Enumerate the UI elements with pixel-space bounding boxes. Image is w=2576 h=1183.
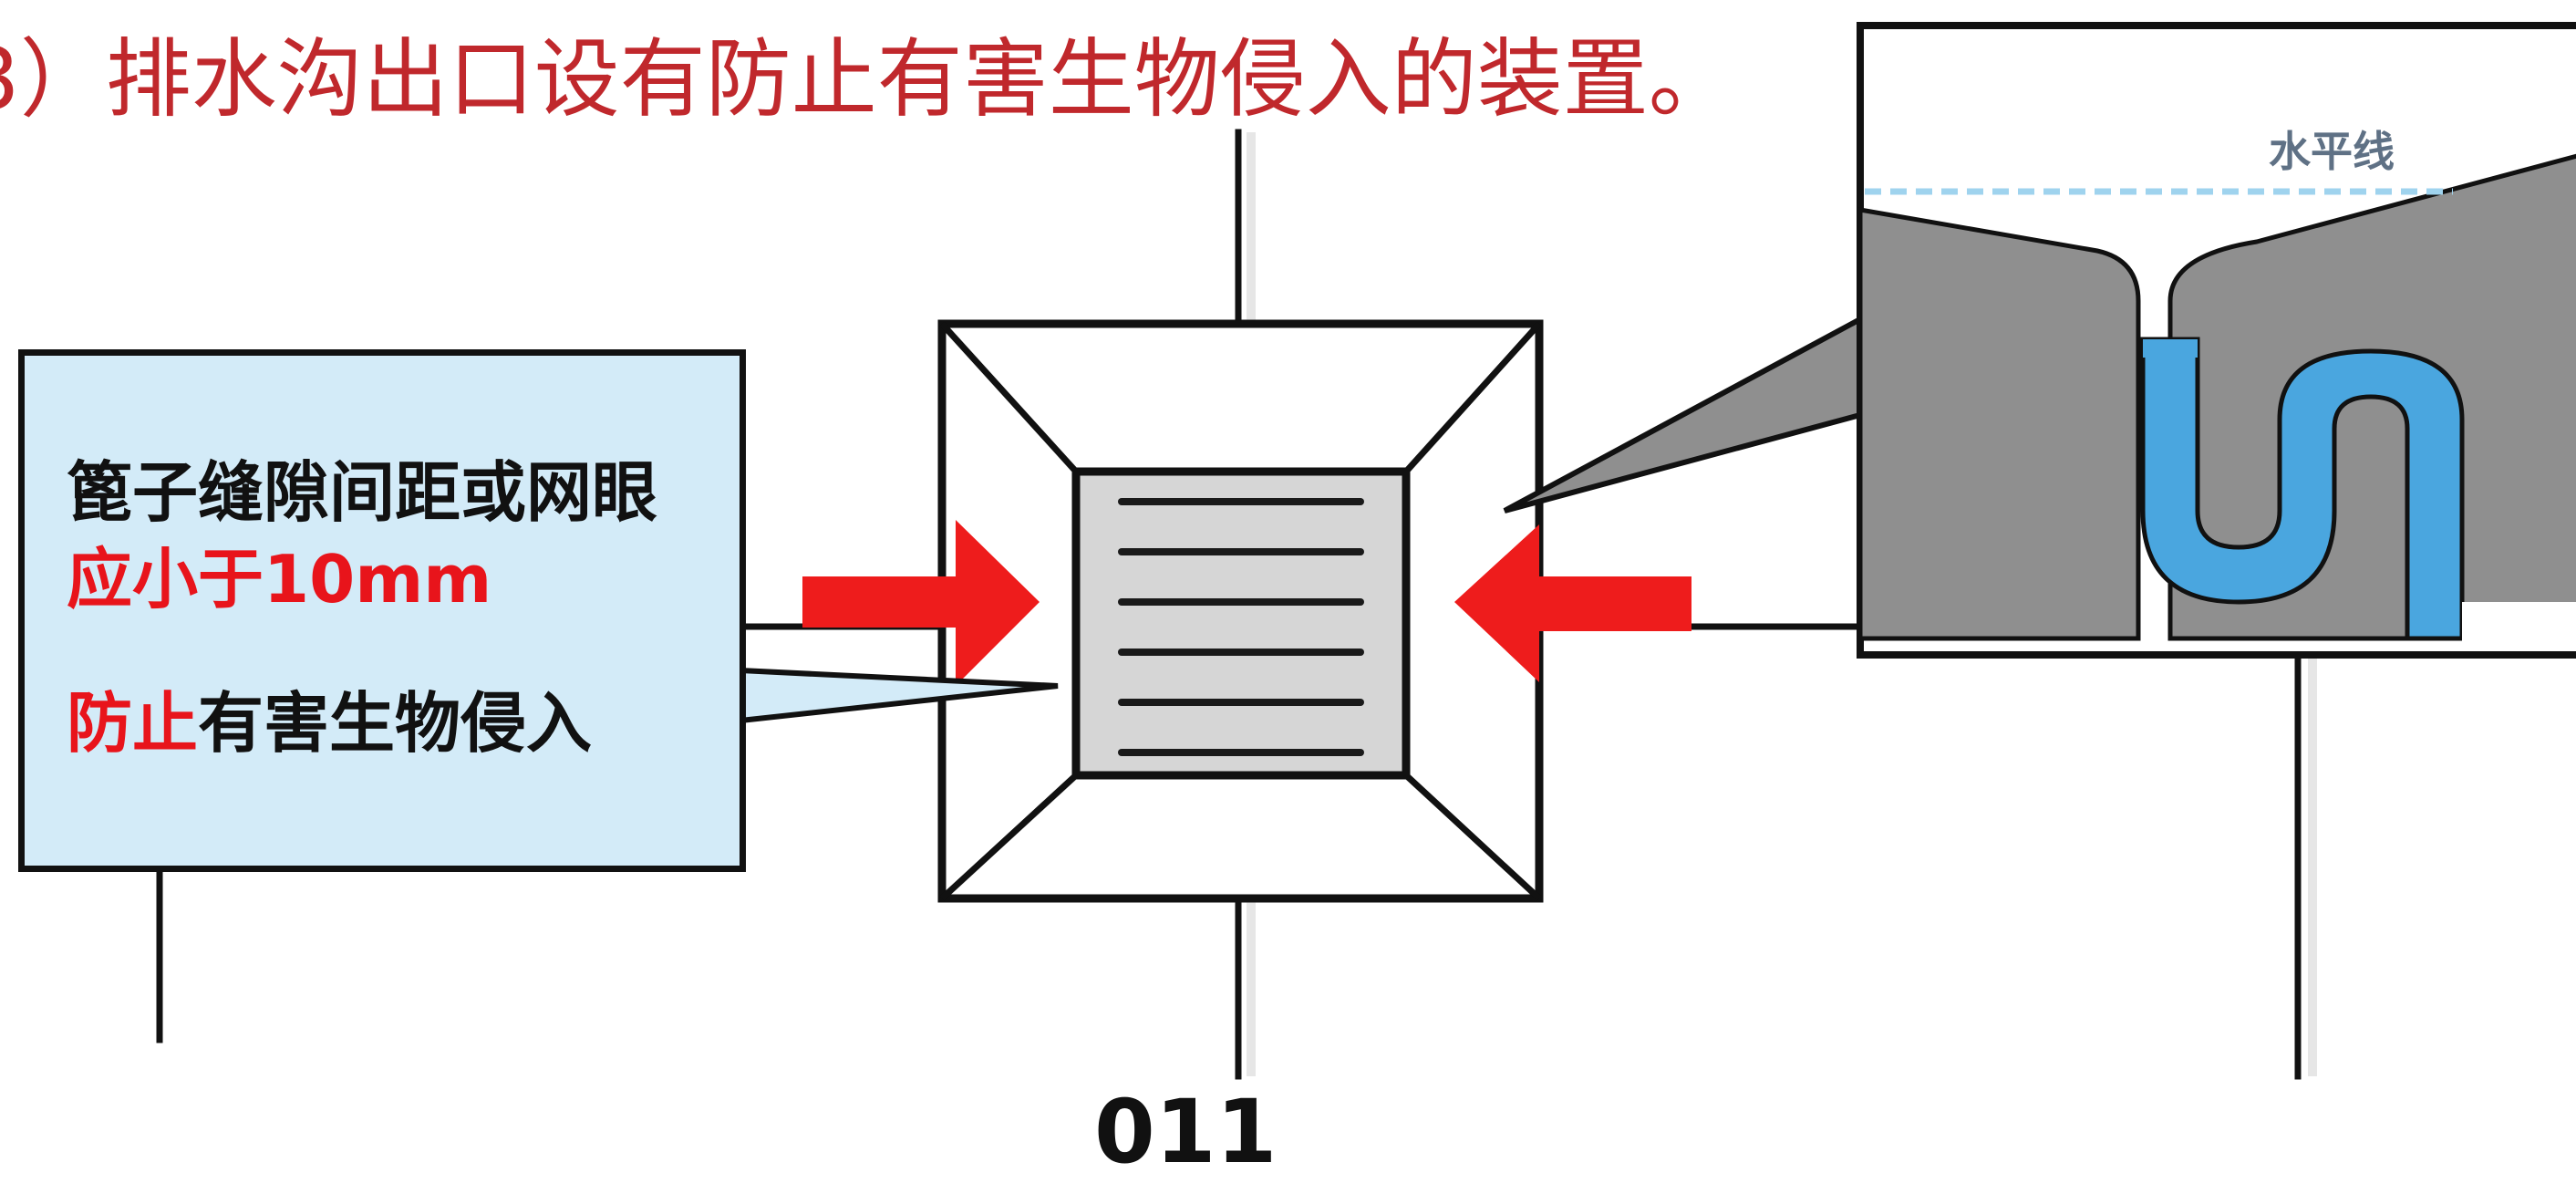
trap-panel-pointer — [1503, 314, 1863, 514]
grate-slots — [1118, 498, 1364, 756]
red-arrow-right-icon — [802, 520, 1040, 686]
callout-line-1: 篦子缝隙间距或网眼 — [67, 454, 658, 531]
waterline-label: 水平线 — [2269, 127, 2395, 176]
page-title: 3）排水沟出口设有防止有害生物侵入的装置。 — [0, 30, 1734, 130]
page-number: 011 — [1094, 1081, 1278, 1183]
callout-line-3-highlight: 防止 — [67, 685, 199, 762]
callout-line-2: 应小于10mm — [67, 541, 492, 617]
drain-grate — [937, 319, 1544, 903]
u-trap-panel — [1857, 22, 2576, 659]
callout-line-3-rest: 有害生物侵入 — [198, 685, 593, 762]
grid-line-shadows — [1247, 132, 2317, 1076]
callout-box: 篦子缝隙间距或网眼 应小于10mm 防止有害生物侵入 — [18, 349, 746, 872]
trap-body — [1857, 153, 2576, 641]
trap-water — [2140, 337, 2465, 641]
grate-plate — [1071, 467, 1411, 780]
red-arrow-left-icon — [1454, 524, 1691, 682]
callout-line-3: 防止有害生物侵入 — [67, 682, 592, 764]
